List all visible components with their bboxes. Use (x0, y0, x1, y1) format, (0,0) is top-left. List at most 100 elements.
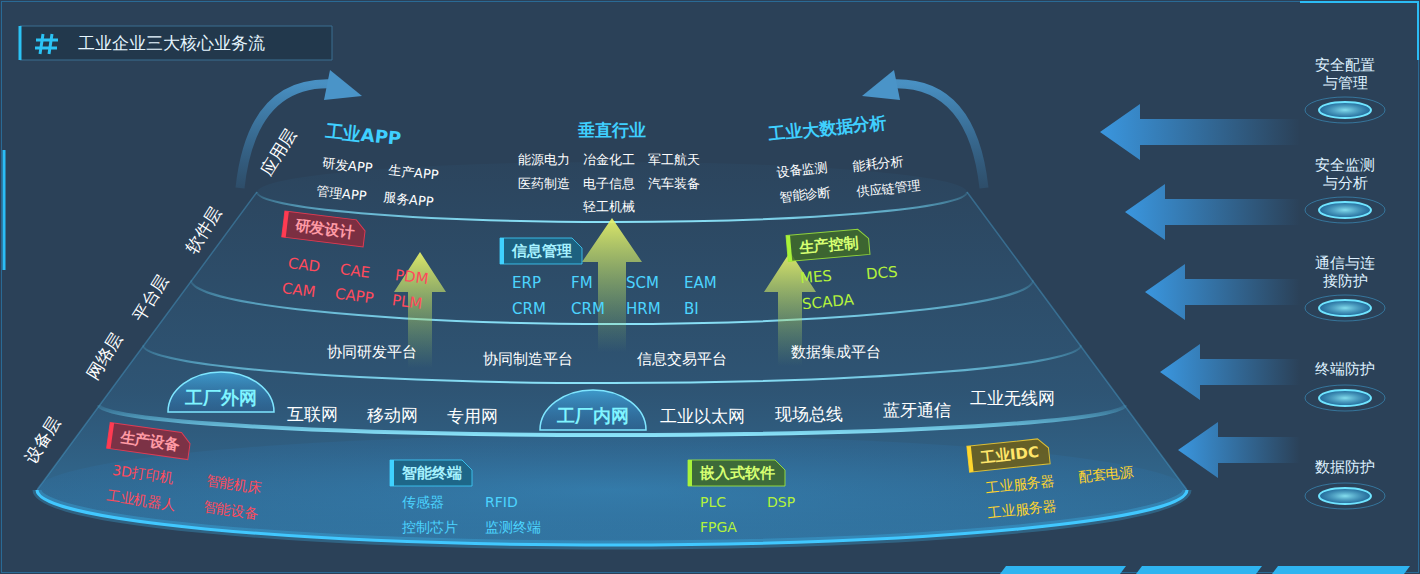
item-label: FPGA (700, 519, 737, 536)
item-label: FM (571, 274, 593, 292)
item-label: CRM (571, 300, 605, 318)
item-label: 汽车装备 (648, 176, 700, 192)
tag-outline (500, 238, 582, 264)
security-label: 数据防护 (1313, 458, 1377, 476)
base-ring (37, 490, 1187, 545)
flow-curve-arrow (888, 84, 984, 188)
security-arrow (1125, 184, 1300, 240)
hash-icon (35, 34, 58, 54)
tag-outline (282, 211, 367, 247)
page-title: 工业企业三大核心业务流 (78, 33, 265, 53)
disk (1319, 202, 1371, 218)
tag-accent (688, 460, 692, 486)
disk (1319, 488, 1371, 504)
tag-text: 工厂内网 (557, 405, 629, 427)
security-arrow (1160, 344, 1300, 400)
security-arrow (1178, 422, 1300, 478)
item-label: 工业以太网 (660, 406, 745, 426)
security-label: 安全监测与分析 (1313, 156, 1377, 192)
section-heading: 垂直行业 (578, 120, 646, 140)
item-label: PLC (700, 494, 726, 511)
item-label: 专用网 (447, 406, 498, 426)
item-label: 移动网 (367, 405, 418, 425)
category-tag: 信息管理 (500, 238, 582, 264)
arrow-head (324, 70, 362, 100)
item-label: CRM (512, 300, 546, 318)
disk-ring (1305, 295, 1385, 321)
tag-outline (786, 228, 870, 261)
tag-accent (107, 422, 115, 448)
item-label: 协同制造平台 (483, 350, 573, 368)
dome-outline (168, 372, 274, 412)
frame-bar (1136, 566, 1262, 574)
item-label: SCM (626, 274, 659, 292)
disk-ring (1305, 385, 1385, 411)
item-label: DSP (767, 494, 795, 511)
item-label: 轻工机械 (583, 199, 635, 215)
security-arrow (1100, 104, 1300, 160)
item-label: ERP (512, 274, 541, 292)
item-label: BI (684, 300, 699, 318)
security-arrow (1145, 264, 1300, 320)
category-tag: 智能终端 (390, 460, 472, 486)
item-label: EAM (684, 274, 717, 292)
item-label: CAE (339, 260, 371, 282)
tag-text: 工厂外网 (185, 387, 257, 409)
tag-accent (967, 446, 974, 472)
title-bar (20, 26, 332, 60)
item-label: CAD (287, 254, 321, 276)
item-label: MES (799, 267, 832, 288)
disk (1319, 300, 1371, 316)
arrow-head (862, 70, 900, 100)
item-label: HRM (626, 300, 661, 318)
item-label: 能源电力 (518, 152, 570, 168)
security-label: 终端防护 (1313, 360, 1377, 378)
tag-text: 信息管理 (512, 242, 572, 260)
item-label: 协同研发平台 (327, 343, 417, 361)
disk-ring (1305, 197, 1385, 223)
flow-curve-arrow (240, 84, 336, 188)
item-label: 传感器 (402, 494, 444, 511)
item-label: 冶金化工 (583, 152, 635, 168)
item-label: RFID (485, 494, 518, 511)
item-label: 数据集成平台 (791, 343, 881, 361)
item-label: 蓝牙通信 (883, 400, 951, 420)
tag-accent (390, 460, 394, 486)
item-label: 互联网 (287, 404, 338, 424)
security-label: 安全配置与管理 (1313, 56, 1377, 92)
disk (1319, 390, 1371, 406)
frame-accent (3, 150, 6, 270)
network-dome: 工厂内网 (540, 390, 646, 430)
tag-text: 嵌入式软件 (700, 464, 775, 482)
tag-accent (500, 238, 504, 264)
frame-bar (1272, 566, 1410, 574)
item-label: 军工航天 (648, 152, 700, 168)
disk (1319, 102, 1371, 118)
item-label: 医药制造 (518, 176, 570, 192)
tag-outline (688, 460, 785, 486)
disk-ring (1305, 483, 1385, 509)
tag-text: 智能终端 (402, 464, 462, 482)
security-label: 通信与连接防护 (1313, 254, 1377, 290)
category-tag: 嵌入式软件 (688, 460, 785, 486)
cone-body (37, 162, 1187, 545)
frame-bar (1000, 566, 1126, 574)
tag-outline (390, 460, 472, 486)
network-dome: 工厂外网 (168, 372, 274, 412)
tag-accent (282, 211, 289, 237)
item-label: 信息交易平台 (637, 350, 727, 368)
item-label: DCS (865, 263, 898, 284)
item-label: 现场总线 (775, 404, 843, 424)
item-label: PLM (391, 291, 423, 313)
title-accent (19, 26, 22, 60)
frame-accent (1300, 2, 1418, 60)
item-label: 工业无线网 (970, 388, 1055, 408)
dome-outline (540, 390, 646, 430)
item-label: 监测终端 (485, 519, 541, 536)
tag-outline (107, 422, 192, 459)
disk-ring (1305, 97, 1385, 123)
item-label: 控制芯片 (402, 519, 458, 536)
base-glow (37, 435, 1187, 545)
